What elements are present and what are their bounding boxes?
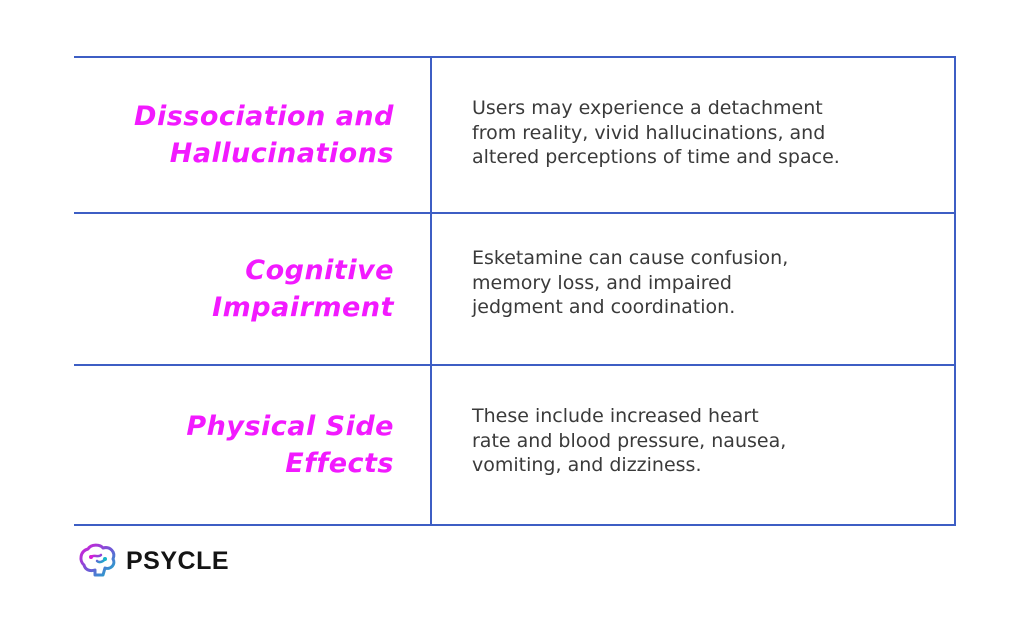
row-label: Dissociation and Hallucinations (134, 101, 394, 169)
column-divider (430, 58, 432, 524)
row-description: These include increased heart rate and b… (472, 405, 787, 476)
table-row: Cognitive Impairment Esketamine can caus… (74, 212, 954, 364)
brand-logo: PSYCLE (78, 543, 229, 579)
row-description: Esketamine can cause confusion, memory l… (472, 247, 789, 318)
info-table: Dissociation and Hallucinations Users ma… (74, 56, 956, 526)
row-label: Cognitive Impairment (212, 255, 394, 323)
brain-head-logo-icon (78, 543, 118, 579)
table-row: Dissociation and Hallucinations Users ma… (74, 58, 954, 212)
row-description: Users may experience a detachment from r… (472, 97, 840, 168)
row-label: Physical Side Effects (186, 411, 394, 479)
brand-name: PSYCLE (126, 546, 230, 575)
table-row: Physical Side Effects These include incr… (74, 364, 954, 526)
